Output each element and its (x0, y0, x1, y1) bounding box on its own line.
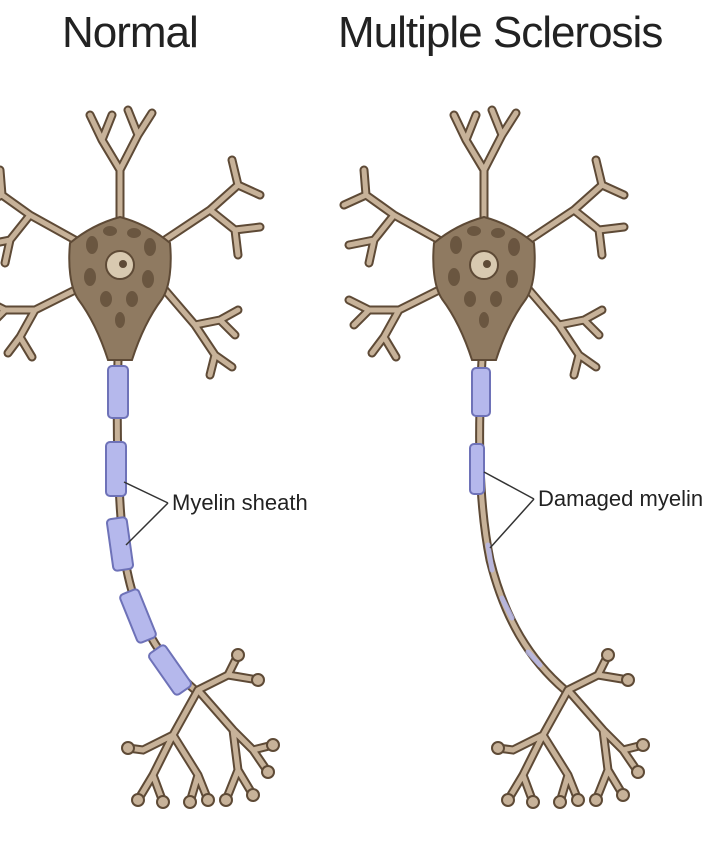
damaged-myelin-leader-lines (484, 472, 534, 548)
myelin-sheath-label: Myelin sheath (172, 490, 308, 516)
myelin-sheath-segments (106, 366, 193, 696)
normal-neuron (0, 110, 279, 808)
myelin-leader-lines (124, 482, 168, 545)
damaged-myelin-label: Damaged myelin (538, 486, 703, 512)
ms-neuron (344, 110, 649, 808)
